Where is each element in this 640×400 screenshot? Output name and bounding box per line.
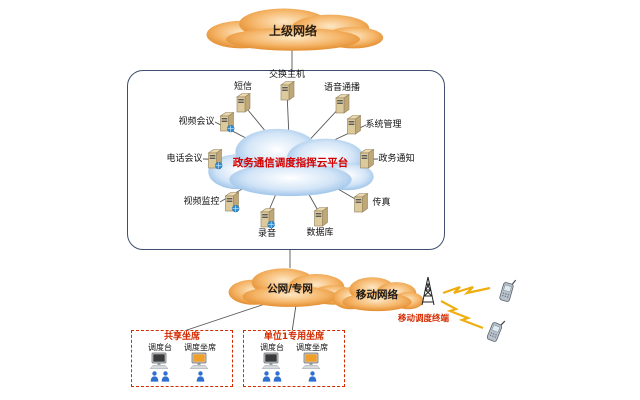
- server-fax: 传真: [351, 192, 391, 214]
- person-icon: [161, 371, 170, 382]
- server-label: 政务通知: [378, 154, 415, 164]
- server-video-conference: 视频会议: [178, 111, 235, 133]
- person-icon: [150, 371, 159, 382]
- server-icon: [280, 80, 295, 101]
- server-sms: 短信: [234, 82, 252, 114]
- server-label: 视频会议: [178, 117, 215, 127]
- server-icon: [335, 93, 350, 114]
- seat-group: 调度坐席: [296, 343, 328, 382]
- server-icon: [353, 192, 369, 213]
- seat-box-shared: 共享坐席 调度台: [131, 330, 233, 387]
- mobile-terminal-label: 移动调度终端: [398, 314, 450, 324]
- console-label: 调度台: [260, 343, 284, 352]
- server-icon: [359, 148, 375, 169]
- server-icon: [236, 92, 251, 113]
- cloud-upper-network-label: 上级网络: [268, 23, 317, 38]
- server-icon: [207, 148, 223, 170]
- seat-group: 调度坐席: [184, 343, 216, 382]
- seat-box-unit1: 单位1专用坐席 调度台: [243, 330, 345, 387]
- server-label: 传真: [372, 198, 391, 208]
- server-label: 电话会议: [166, 154, 203, 164]
- server-label: 视频监控: [183, 197, 220, 207]
- server-exchange-host: 交换主机: [269, 70, 305, 102]
- antenna-icon: [417, 276, 439, 310]
- server-icon: [313, 206, 328, 227]
- cloud-mobile-network: 移动网络: [329, 276, 425, 313]
- console-monitor-icon: [262, 352, 281, 369]
- server-database: 数据库: [306, 206, 334, 238]
- server-voice-broadcast: 语音通播: [324, 83, 360, 115]
- seat-label: 调度坐席: [184, 343, 216, 352]
- cloud-upper-network: 上级网络: [200, 7, 386, 53]
- seat-box-title: 共享坐席: [163, 332, 200, 342]
- person-icon: [196, 371, 204, 382]
- cloud-shape: [228, 268, 355, 307]
- cloud-public-network-label: 公网/专网: [267, 282, 313, 295]
- console-group: 调度台: [260, 343, 284, 382]
- server-recording: 录音: [258, 207, 276, 239]
- seat-monitor-icon: [190, 352, 209, 369]
- cloud-mobile-network-label: 移动网络: [356, 289, 398, 301]
- server-icon: [346, 114, 362, 135]
- cloud-shape: [206, 8, 384, 51]
- server-label: 语音通播: [323, 83, 361, 93]
- server-label: 短信: [233, 82, 253, 92]
- console-label: 调度台: [148, 343, 172, 352]
- phone-icon: [495, 276, 518, 309]
- cloud-public-network: 公网/专网: [224, 267, 356, 309]
- server-icon: [260, 207, 275, 229]
- cloud-shape: [332, 277, 424, 312]
- cloud-platform-label: 政务通信调度指挥云平台: [232, 156, 349, 169]
- server-icon: [219, 111, 235, 133]
- server-label: 录音: [257, 229, 277, 239]
- seat-label: 调度坐席: [296, 343, 328, 352]
- server-label: 交换主机: [268, 70, 306, 80]
- phone-icon: [482, 315, 507, 348]
- seat-box-title: 单位1专用坐席: [263, 332, 325, 342]
- seat-monitor-icon: [302, 352, 321, 369]
- person-icon: [273, 371, 282, 382]
- server-system-management: 系统管理: [344, 114, 402, 136]
- server-phone-conference: 电话会议: [166, 148, 223, 170]
- server-icon: [224, 191, 240, 213]
- console-monitor-icon: [150, 352, 169, 369]
- server-label: 数据库: [306, 228, 334, 238]
- console-group: 调度台: [148, 343, 172, 382]
- server-gov-notice: 政务通知: [357, 148, 415, 170]
- person-icon: [308, 371, 316, 382]
- person-icon: [262, 371, 271, 382]
- server-label: 系统管理: [365, 120, 402, 130]
- server-video-surveillance: 视频监控: [183, 191, 240, 213]
